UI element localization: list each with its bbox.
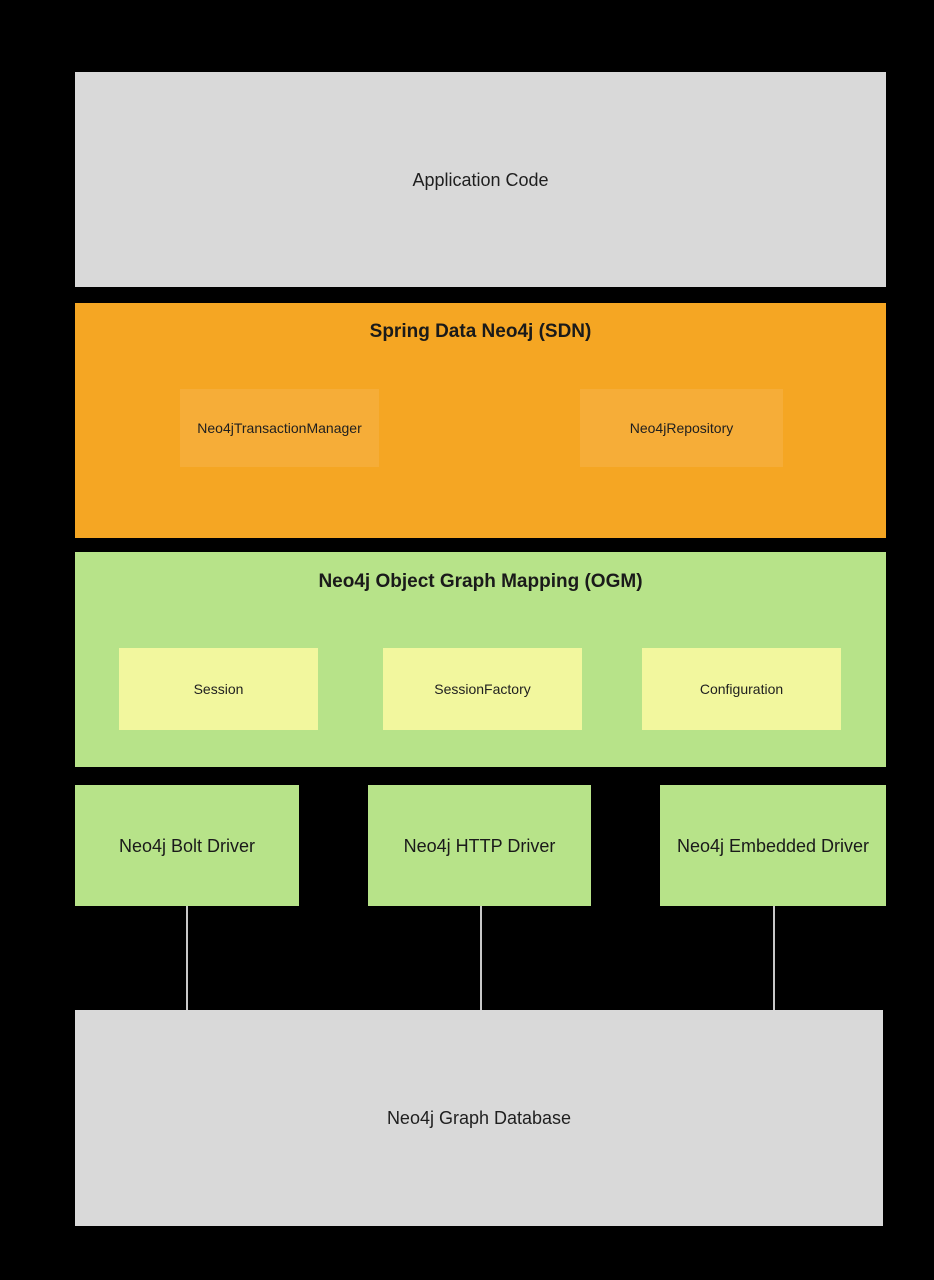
driver-label: Neo4j HTTP Driver (403, 835, 556, 856)
connector-line-http-to-database (480, 906, 482, 1010)
layer-neo4j-graph-database[interactable]: Neo4j Graph Database (75, 1010, 883, 1226)
component-configuration[interactable]: Configuration (642, 648, 841, 730)
component-neo4j-repository[interactable]: Neo4jRepository (580, 389, 783, 467)
driver-label: Neo4j Embedded Driver (676, 835, 870, 856)
driver-http[interactable]: Neo4j HTTP Driver (368, 785, 591, 906)
component-label: SessionFactory (434, 681, 531, 697)
component-label: Configuration (699, 681, 784, 697)
layer-application-code[interactable]: Application Code (75, 72, 886, 287)
database-label: Neo4j Graph Database (386, 1108, 572, 1128)
connector-line-bolt-to-database (186, 906, 188, 1010)
driver-embedded[interactable]: Neo4j Embedded Driver (660, 785, 886, 906)
driver-label: Neo4j Bolt Driver (118, 835, 256, 856)
component-label: Neo4jRepository (629, 420, 734, 436)
sdn-layer-title: Spring Data Neo4j (SDN) (369, 321, 592, 342)
driver-bolt[interactable]: Neo4j Bolt Driver (75, 785, 299, 906)
component-neo4j-transaction-manager[interactable]: Neo4jTransactionManager (180, 389, 379, 467)
ogm-layer-title: Neo4j Object Graph Mapping (OGM) (318, 571, 643, 592)
application-code-label: Application Code (412, 169, 549, 190)
component-label: Session (193, 681, 244, 697)
component-label: Neo4jTransactionManager (197, 420, 362, 436)
layer-neo4j-ogm[interactable]: Neo4j Object Graph Mapping (OGM) Session… (75, 552, 886, 767)
component-session-factory[interactable]: SessionFactory (383, 648, 582, 730)
component-session[interactable]: Session (119, 648, 318, 730)
connector-line-embedded-to-database (773, 906, 775, 1010)
layer-spring-data-neo4j[interactable]: Spring Data Neo4j (SDN) Neo4jTransaction… (75, 303, 886, 538)
